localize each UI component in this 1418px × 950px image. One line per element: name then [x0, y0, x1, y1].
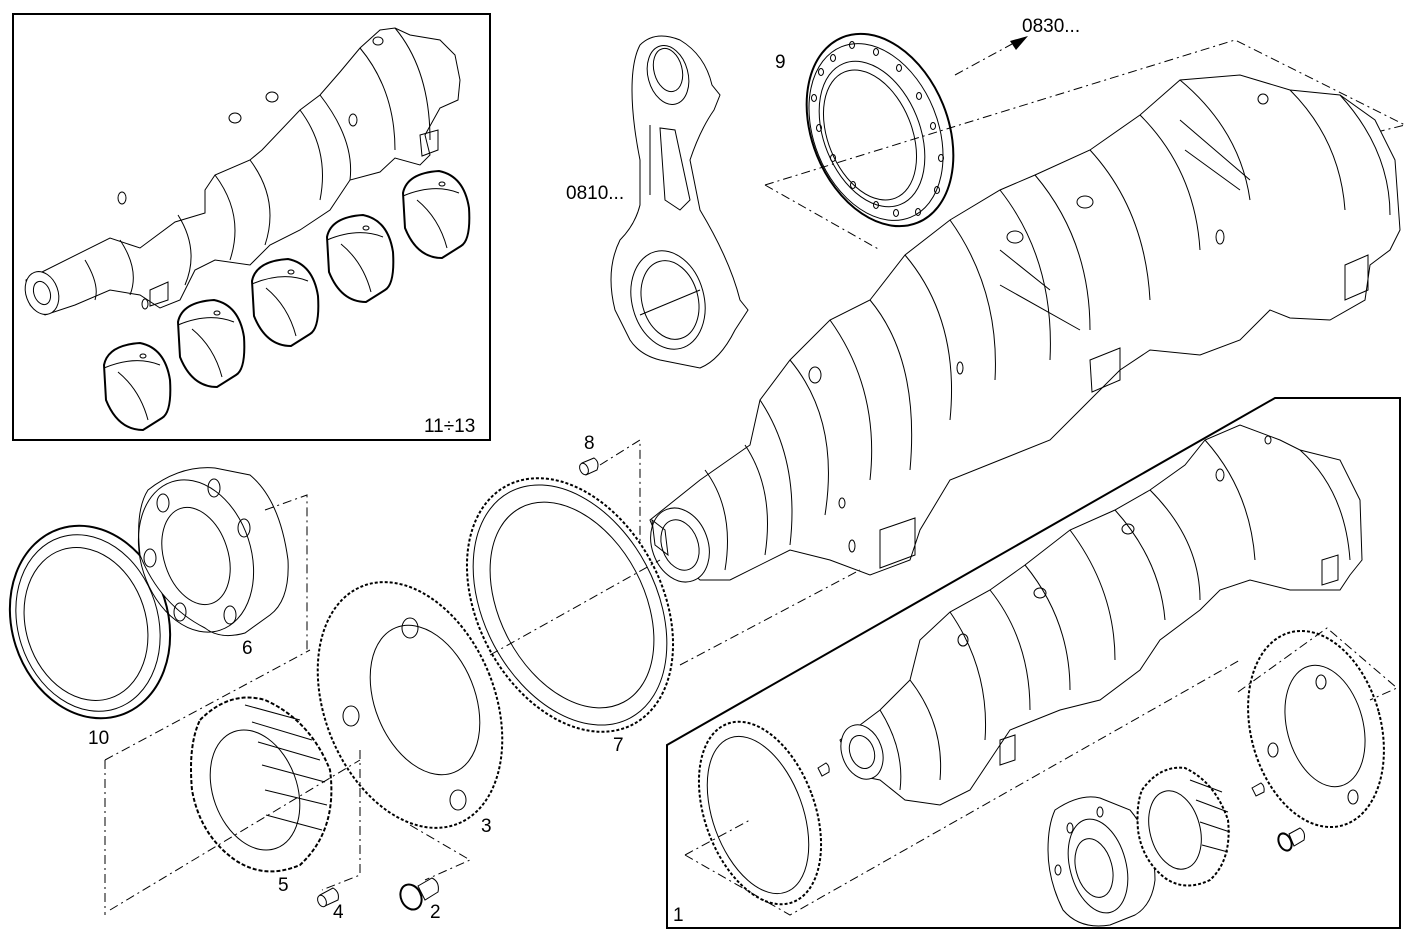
inset-frame — [12, 13, 491, 441]
bearing-shells-inset: 11÷13 — [12, 13, 491, 441]
connecting-rod: 0810... — [566, 35, 749, 369]
callout-6: 7 — [613, 735, 624, 756]
arrow-head-icon — [1010, 36, 1028, 50]
inset-1-pin — [817, 762, 830, 777]
crankshaft-gear: 5 — [109, 696, 361, 911]
callout-5: 5 — [278, 875, 289, 896]
inset-1-frame — [666, 397, 1401, 929]
callout-8: 8 — [584, 433, 595, 454]
bearing-shell-2 — [176, 298, 246, 389]
bearing-shell-1 — [102, 341, 172, 432]
inset-label-1: 1 — [673, 905, 684, 926]
inset-1-pin-2 — [1251, 782, 1265, 797]
inset-1-crankshaft — [839, 424, 1363, 806]
reference-0810: 0810... — [566, 183, 624, 204]
inset-1-screw — [1277, 827, 1305, 852]
dowel-pin-4: 4 — [317, 887, 344, 923]
callout-9: 9 — [775, 52, 786, 73]
callout-7: 6 — [242, 638, 253, 659]
inset-1-gear — [1136, 766, 1231, 887]
rear-oil-seal: 9 — [775, 32, 955, 228]
callout-2: 2 — [430, 902, 441, 923]
inset-1-hub — [1047, 796, 1156, 927]
screw-2-guide — [409, 824, 472, 881]
inset-1-ring-gear — [684, 659, 1241, 916]
pin-4-guide — [321, 750, 361, 891]
callout-10: 10 — [88, 728, 109, 749]
callout-4: 4 — [333, 902, 344, 923]
front-oil-seal: 10 — [8, 524, 172, 749]
bearing-shell-3 — [250, 257, 320, 348]
reference-arrow-0830: 0830... — [954, 16, 1080, 76]
callout-3: 3 — [481, 816, 492, 837]
phonic-wheel: 3 — [316, 581, 504, 837]
reference-0830: 0830... — [1022, 16, 1080, 37]
seal-gear-plane-guide — [104, 649, 311, 915]
hub-guide — [264, 494, 308, 653]
bearing-shell-5 — [401, 169, 471, 260]
screw-2: 2 — [399, 877, 441, 923]
bearing-shell-4 — [325, 213, 395, 304]
hub-spacer: 6 — [137, 467, 289, 659]
rear-plane-guide-2 — [764, 184, 881, 251]
dowel-pin-8: 8 — [579, 433, 599, 476]
ring-gear: 7 — [465, 477, 675, 756]
main-crankshaft — [649, 74, 1401, 583]
inset-1-phonic-wheel — [1237, 627, 1398, 829]
seal-bolt-holes — [811, 41, 944, 217]
complete-assembly-inset: 1 — [666, 397, 1401, 929]
inset-crankshaft — [24, 27, 461, 316]
inset-label-11-13: 11÷13 — [424, 416, 475, 437]
crank-front-guide — [679, 569, 861, 666]
